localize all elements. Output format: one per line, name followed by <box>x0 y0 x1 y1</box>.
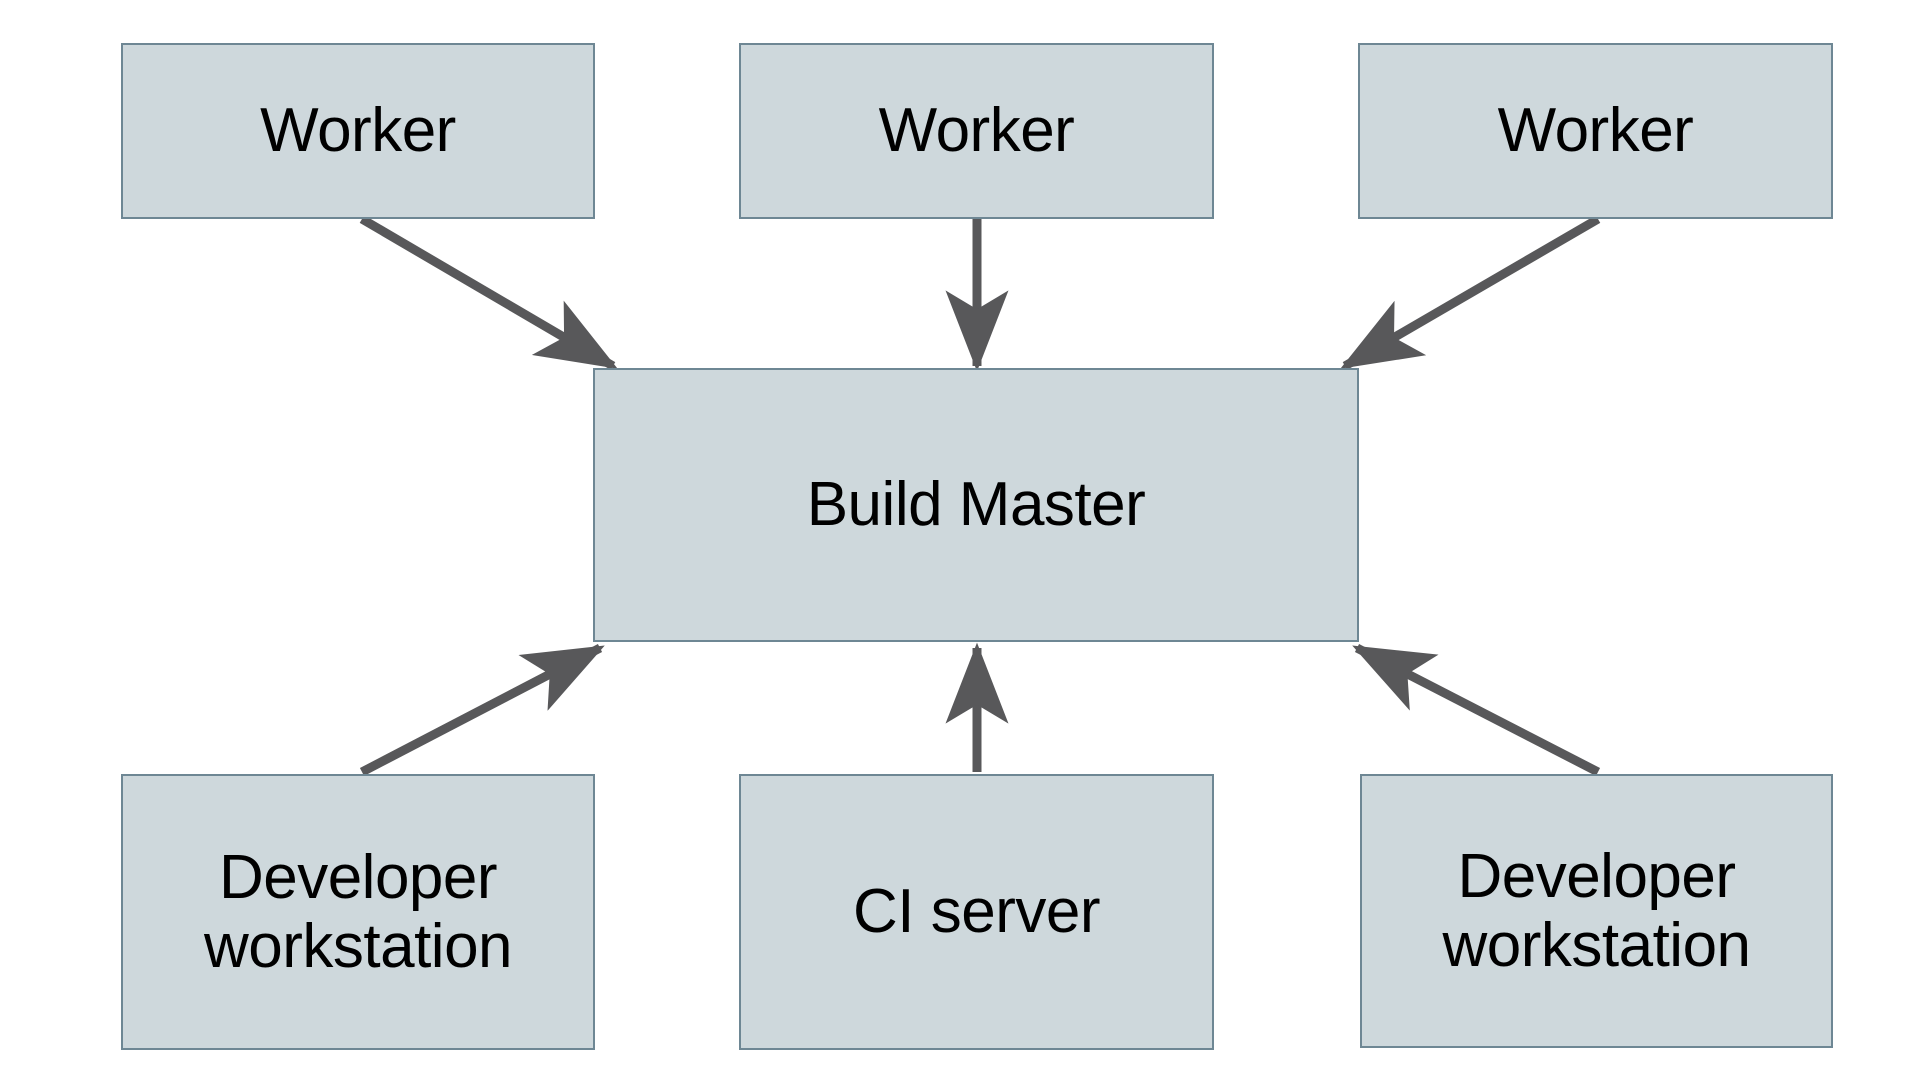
edge-dev-ws-1-to-build-master <box>359 644 605 776</box>
node-label-build-master: Build Master <box>806 470 1146 540</box>
node-label-dev-ws-2: Developer workstation <box>1442 841 1751 980</box>
node-dev-ws-1[interactable]: Developer workstation <box>121 774 595 1050</box>
node-label-worker-2: Worker <box>878 96 1075 166</box>
node-worker-1[interactable]: Worker <box>121 43 595 219</box>
edge-worker-1-to-build-master <box>359 215 618 370</box>
node-build-master[interactable]: Build Master <box>593 368 1359 642</box>
node-dev-ws-2[interactable]: Developer workstation <box>1360 774 1833 1048</box>
node-worker-3[interactable]: Worker <box>1358 43 1833 219</box>
node-worker-2[interactable]: Worker <box>739 43 1214 219</box>
node-ci-server[interactable]: CI server <box>739 774 1214 1050</box>
node-label-worker-3: Worker <box>1497 96 1694 166</box>
node-label-worker-1: Worker <box>260 96 456 166</box>
edge-worker-3-to-build-master <box>1340 215 1601 370</box>
node-label-ci-server: CI server <box>853 877 1100 947</box>
node-label-dev-ws-1: Developer workstation <box>203 842 513 981</box>
edge-dev-ws-2-to-build-master <box>1352 643 1601 777</box>
